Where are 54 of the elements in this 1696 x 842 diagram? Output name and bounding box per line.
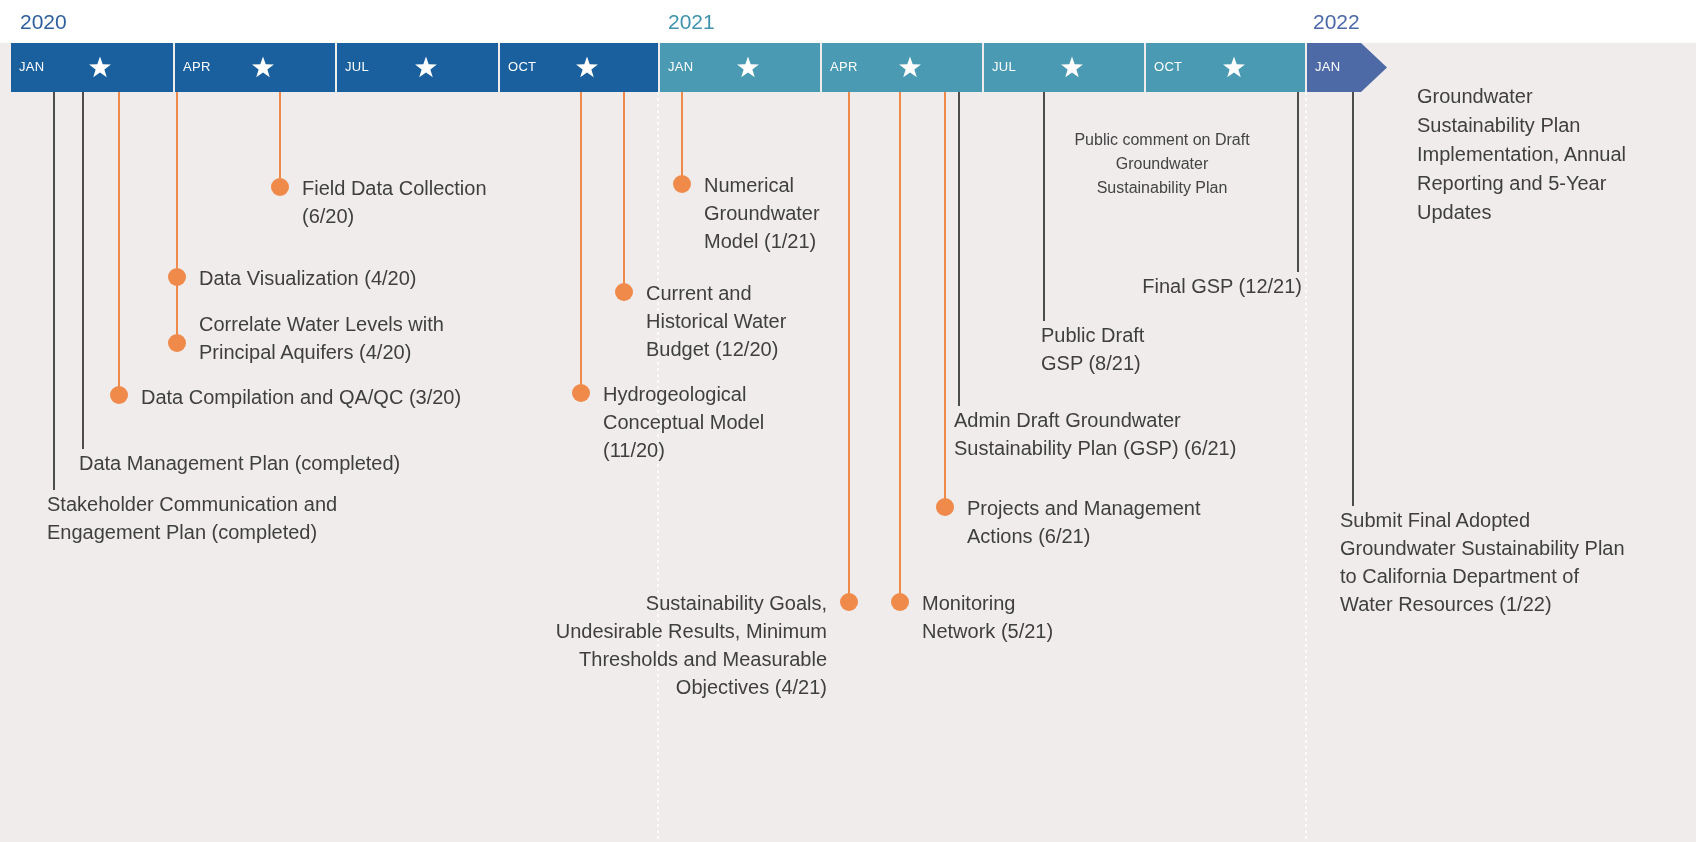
milestone-label: Data Visualization (4/20) bbox=[177, 264, 497, 292]
month-label: OCT bbox=[508, 59, 537, 74]
timeline-segment bbox=[984, 43, 1144, 92]
milestone-label: Data Compilation and QA/QC (3/20) bbox=[119, 383, 549, 411]
milestone-label: Stakeholder Communication and Engagement Plan (completed) bbox=[47, 490, 387, 546]
milestone-label: Numerical Groundwater Model (1/21) bbox=[682, 171, 837, 255]
year-label: 2021 bbox=[668, 10, 715, 34]
milestone-label: Monitoring Network (5/21) bbox=[900, 589, 1087, 645]
month-label: JUL bbox=[345, 59, 370, 74]
milestone-label: Field Data Collection (6/20) bbox=[280, 174, 497, 230]
leader-line bbox=[891, 91, 909, 611]
year-label: 2022 bbox=[1313, 10, 1360, 34]
milestone-label: Current and Historical Water Budget (12/20) bbox=[624, 279, 829, 363]
milestone-label: Data Management Plan (completed) bbox=[79, 449, 479, 477]
leader-line bbox=[1352, 91, 1354, 507]
timeline-segment bbox=[11, 43, 173, 92]
leader-line bbox=[572, 91, 590, 402]
milestone-label: Submit Final Adopted Groundwater Sustainability Plan to California Department of Water Resources (1/22) bbox=[1340, 506, 1625, 618]
leader-line bbox=[936, 91, 954, 516]
month-label: APR bbox=[183, 59, 211, 74]
month-label: JUL bbox=[992, 59, 1017, 74]
month-label: OCT bbox=[1154, 59, 1183, 74]
leader-line bbox=[82, 91, 84, 450]
note-text: Public comment on Draft Groundwater Sustainability Plan bbox=[1073, 130, 1251, 198]
milestone-label: Final GSP (12/21) bbox=[1117, 272, 1302, 300]
timeline-segment bbox=[500, 43, 658, 92]
milestone-label: Sustainability Goals, Undesirable Results, Minimum Thresholds and Measurable Objectives (4/21) bbox=[537, 589, 849, 701]
month-label: APR bbox=[830, 59, 858, 74]
month-label: JAN bbox=[1315, 59, 1341, 74]
leader-line bbox=[840, 91, 858, 611]
timeline-segment bbox=[1146, 43, 1305, 92]
milestone-label: Admin Draft Groundwater Sustainability Plan (GSP) (6/21) bbox=[954, 406, 1259, 462]
leader-line bbox=[53, 91, 55, 491]
leader-line bbox=[1297, 91, 1299, 273]
leader-line bbox=[615, 91, 633, 301]
year-label: 2020 bbox=[20, 10, 67, 34]
leader-line bbox=[271, 91, 289, 196]
timeline-arrow bbox=[1307, 43, 1387, 92]
timeline-segment bbox=[660, 43, 820, 92]
leader-line bbox=[958, 91, 960, 407]
milestone-label: Projects and Management Actions (6/21) bbox=[945, 494, 1217, 550]
milestone-label: Groundwater Sustainability Plan Implementation, Annual Reporting and 5-Year Updates bbox=[1417, 84, 1628, 225]
month-label: JAN bbox=[19, 59, 45, 74]
milestone-label: Public Draft GSP (8/21) bbox=[1041, 321, 1166, 377]
leader-line bbox=[168, 91, 186, 286]
milestone-label: Correlate Water Levels with Principal Aquifers (4/20) bbox=[177, 310, 449, 366]
milestone-label: Hydrogeological Conceptual Model (11/20) bbox=[581, 380, 806, 464]
timeline-segment bbox=[175, 43, 335, 92]
leader-line bbox=[673, 91, 691, 193]
leader-line bbox=[1043, 91, 1045, 322]
month-label: JAN bbox=[668, 59, 694, 74]
timeline-segment bbox=[337, 43, 498, 92]
leader-line bbox=[110, 91, 128, 404]
timeline-segment bbox=[822, 43, 982, 92]
